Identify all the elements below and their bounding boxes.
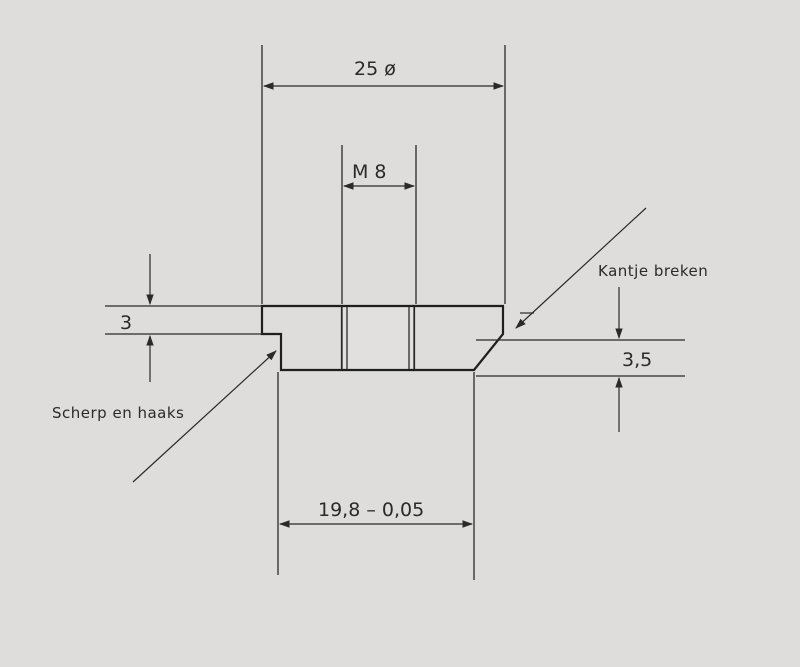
- leader-lines: [132, 207, 647, 483]
- label-flange-thickness: 3: [120, 312, 132, 334]
- leader-edge-break: [515, 207, 647, 329]
- label-outer-diameter: 25 ø: [354, 58, 396, 80]
- section-hatch-left: [260, 304, 344, 372]
- label-spigot-diameter: 19,8 – 0,05: [318, 499, 424, 521]
- extension-lines: [105, 45, 685, 580]
- label-body-height: 3,5: [622, 349, 652, 371]
- section-hatch-right: [412, 304, 505, 372]
- note-edge-break: Kantje breken: [598, 262, 708, 280]
- label-thread: M 8: [352, 161, 387, 183]
- threaded-bore: [342, 306, 414, 370]
- part-section: [260, 304, 505, 372]
- note-sharp-square: Scherp en haaks: [52, 404, 184, 422]
- dimension-lines: [146, 82, 623, 528]
- leader-sharp-square: [132, 350, 277, 483]
